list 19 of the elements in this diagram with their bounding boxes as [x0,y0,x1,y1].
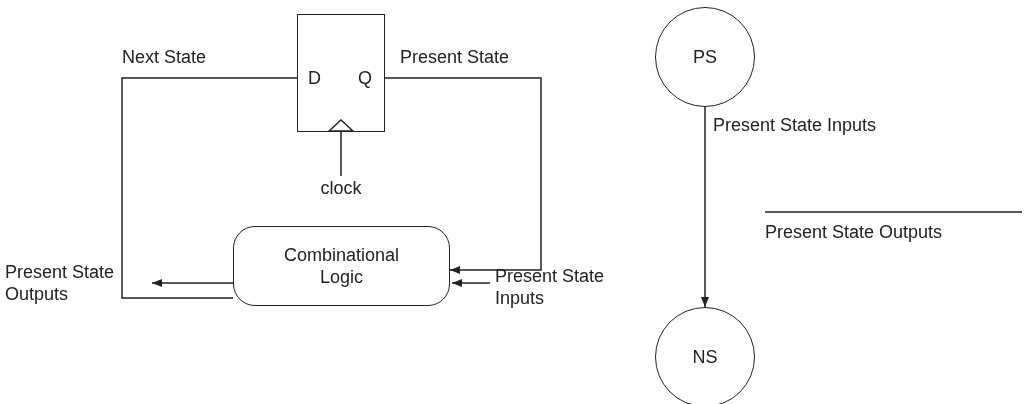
signal-label: Present State Outputs [5,261,150,305]
state-circle: PS [655,7,755,107]
arrow [151,279,234,287]
signal-label: Present State Inputs [495,265,625,309]
signal-label: clock [314,176,368,200]
connector-line [340,131,342,177]
annotation-text: Present State Outputs [765,222,943,243]
flip-flop-box [297,14,385,132]
arrow [701,106,709,308]
arrow [451,279,491,287]
connector-line [121,77,298,299]
state-circle: NS [655,307,755,404]
pin-label: Q [358,68,372,89]
edge-label: Next State [122,47,207,68]
edge-label: Present State Inputs [713,115,877,136]
edge-label: Present State [400,47,510,68]
process-box: Combinational Logic [233,226,450,306]
arrow [384,77,542,274]
pin-label: D [308,68,321,89]
